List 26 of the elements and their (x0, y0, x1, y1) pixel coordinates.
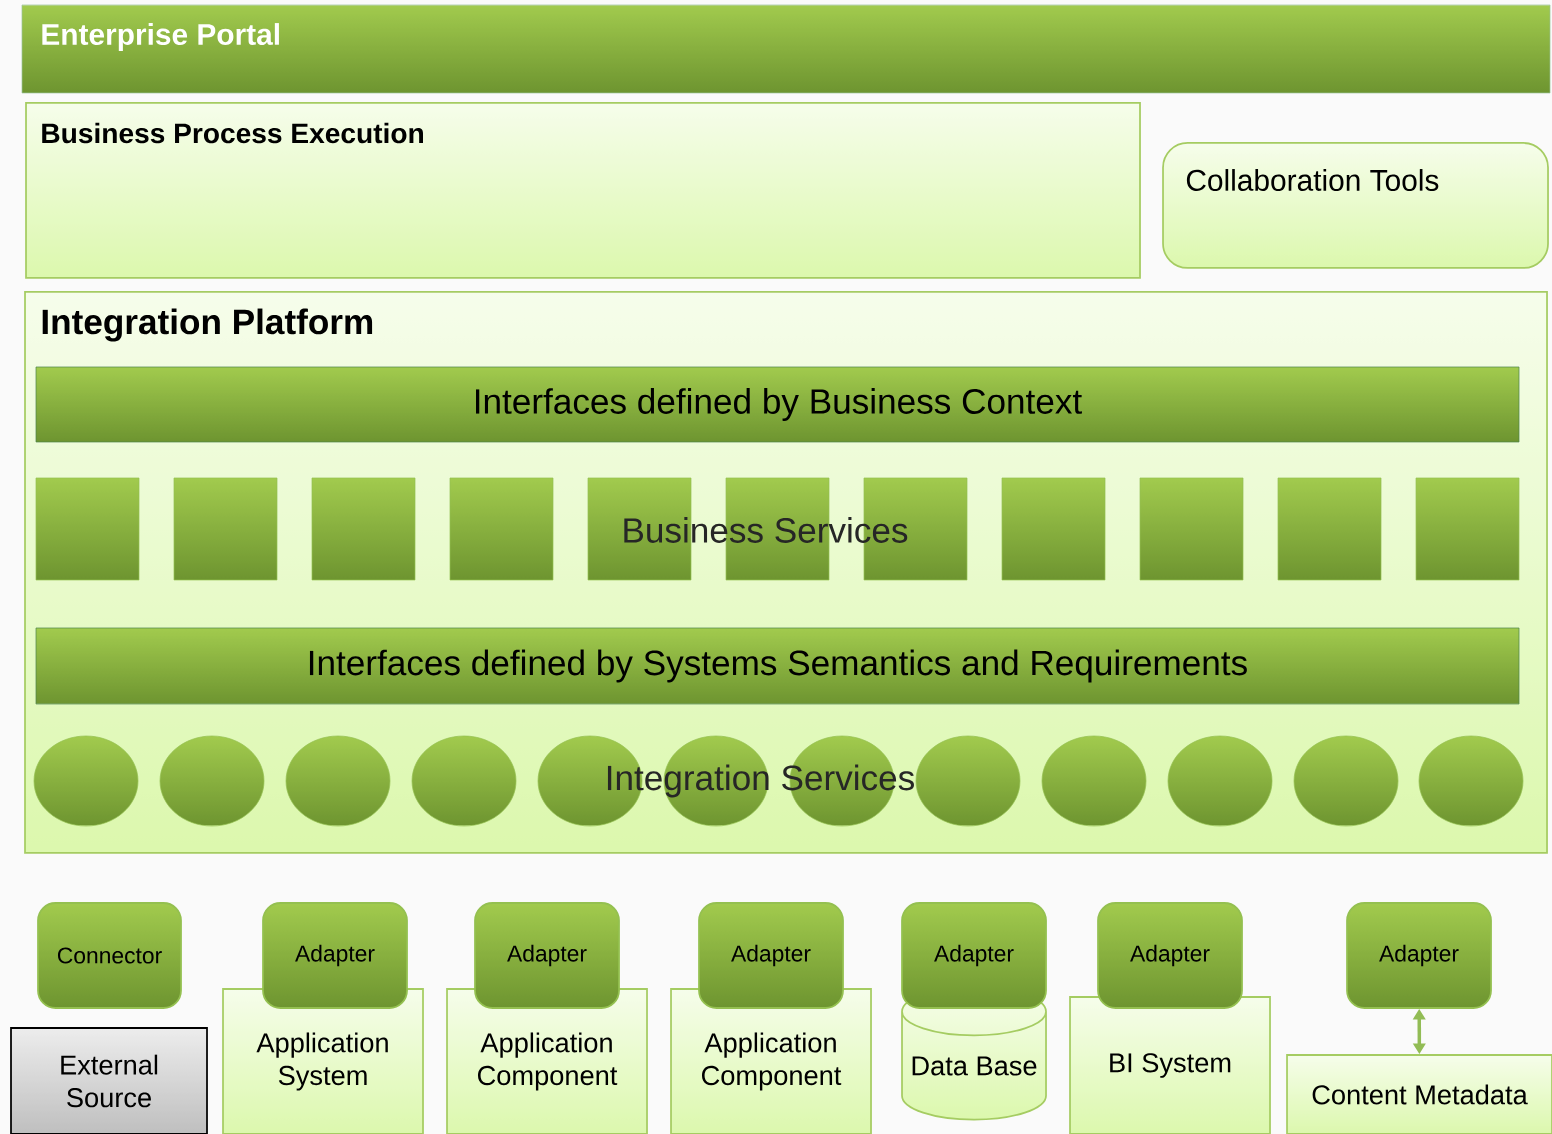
service-square (1415, 477, 1520, 581)
adapter-box: Adapter (1346, 902, 1492, 1009)
interface-band: Interfaces defined by Systems Semantics and Requirements (35, 627, 1520, 705)
service-square (449, 477, 554, 581)
source-box: External Source (10, 1027, 208, 1134)
adapter-box: Adapter (262, 902, 408, 1009)
tool-box: Collaboration Tools (1162, 142, 1549, 269)
header-band: Enterprise Portal (21, 4, 1551, 94)
component-box: Application Component (670, 988, 872, 1134)
adapter-box: Adapter (901, 902, 1047, 1009)
connector-box: Connector (37, 902, 182, 1009)
service-square (311, 477, 416, 581)
service-square (173, 477, 278, 581)
interface-band: Interfaces defined by Business Context (35, 366, 1520, 443)
service-square (35, 477, 140, 581)
system-box: BI System (1069, 996, 1271, 1134)
metadata-box: Content Metadata (1286, 1054, 1552, 1134)
service-square (1139, 477, 1244, 581)
layer-box: Business Process Execution (25, 102, 1141, 279)
service-square (1277, 477, 1382, 581)
system-box: Application System (222, 988, 424, 1134)
adapter-box: Adapter (698, 902, 844, 1009)
component-box: Application Component (446, 988, 648, 1134)
adapter-box: Adapter (1097, 902, 1243, 1009)
adapter-box: Adapter (474, 902, 620, 1009)
service-square (1001, 477, 1106, 581)
